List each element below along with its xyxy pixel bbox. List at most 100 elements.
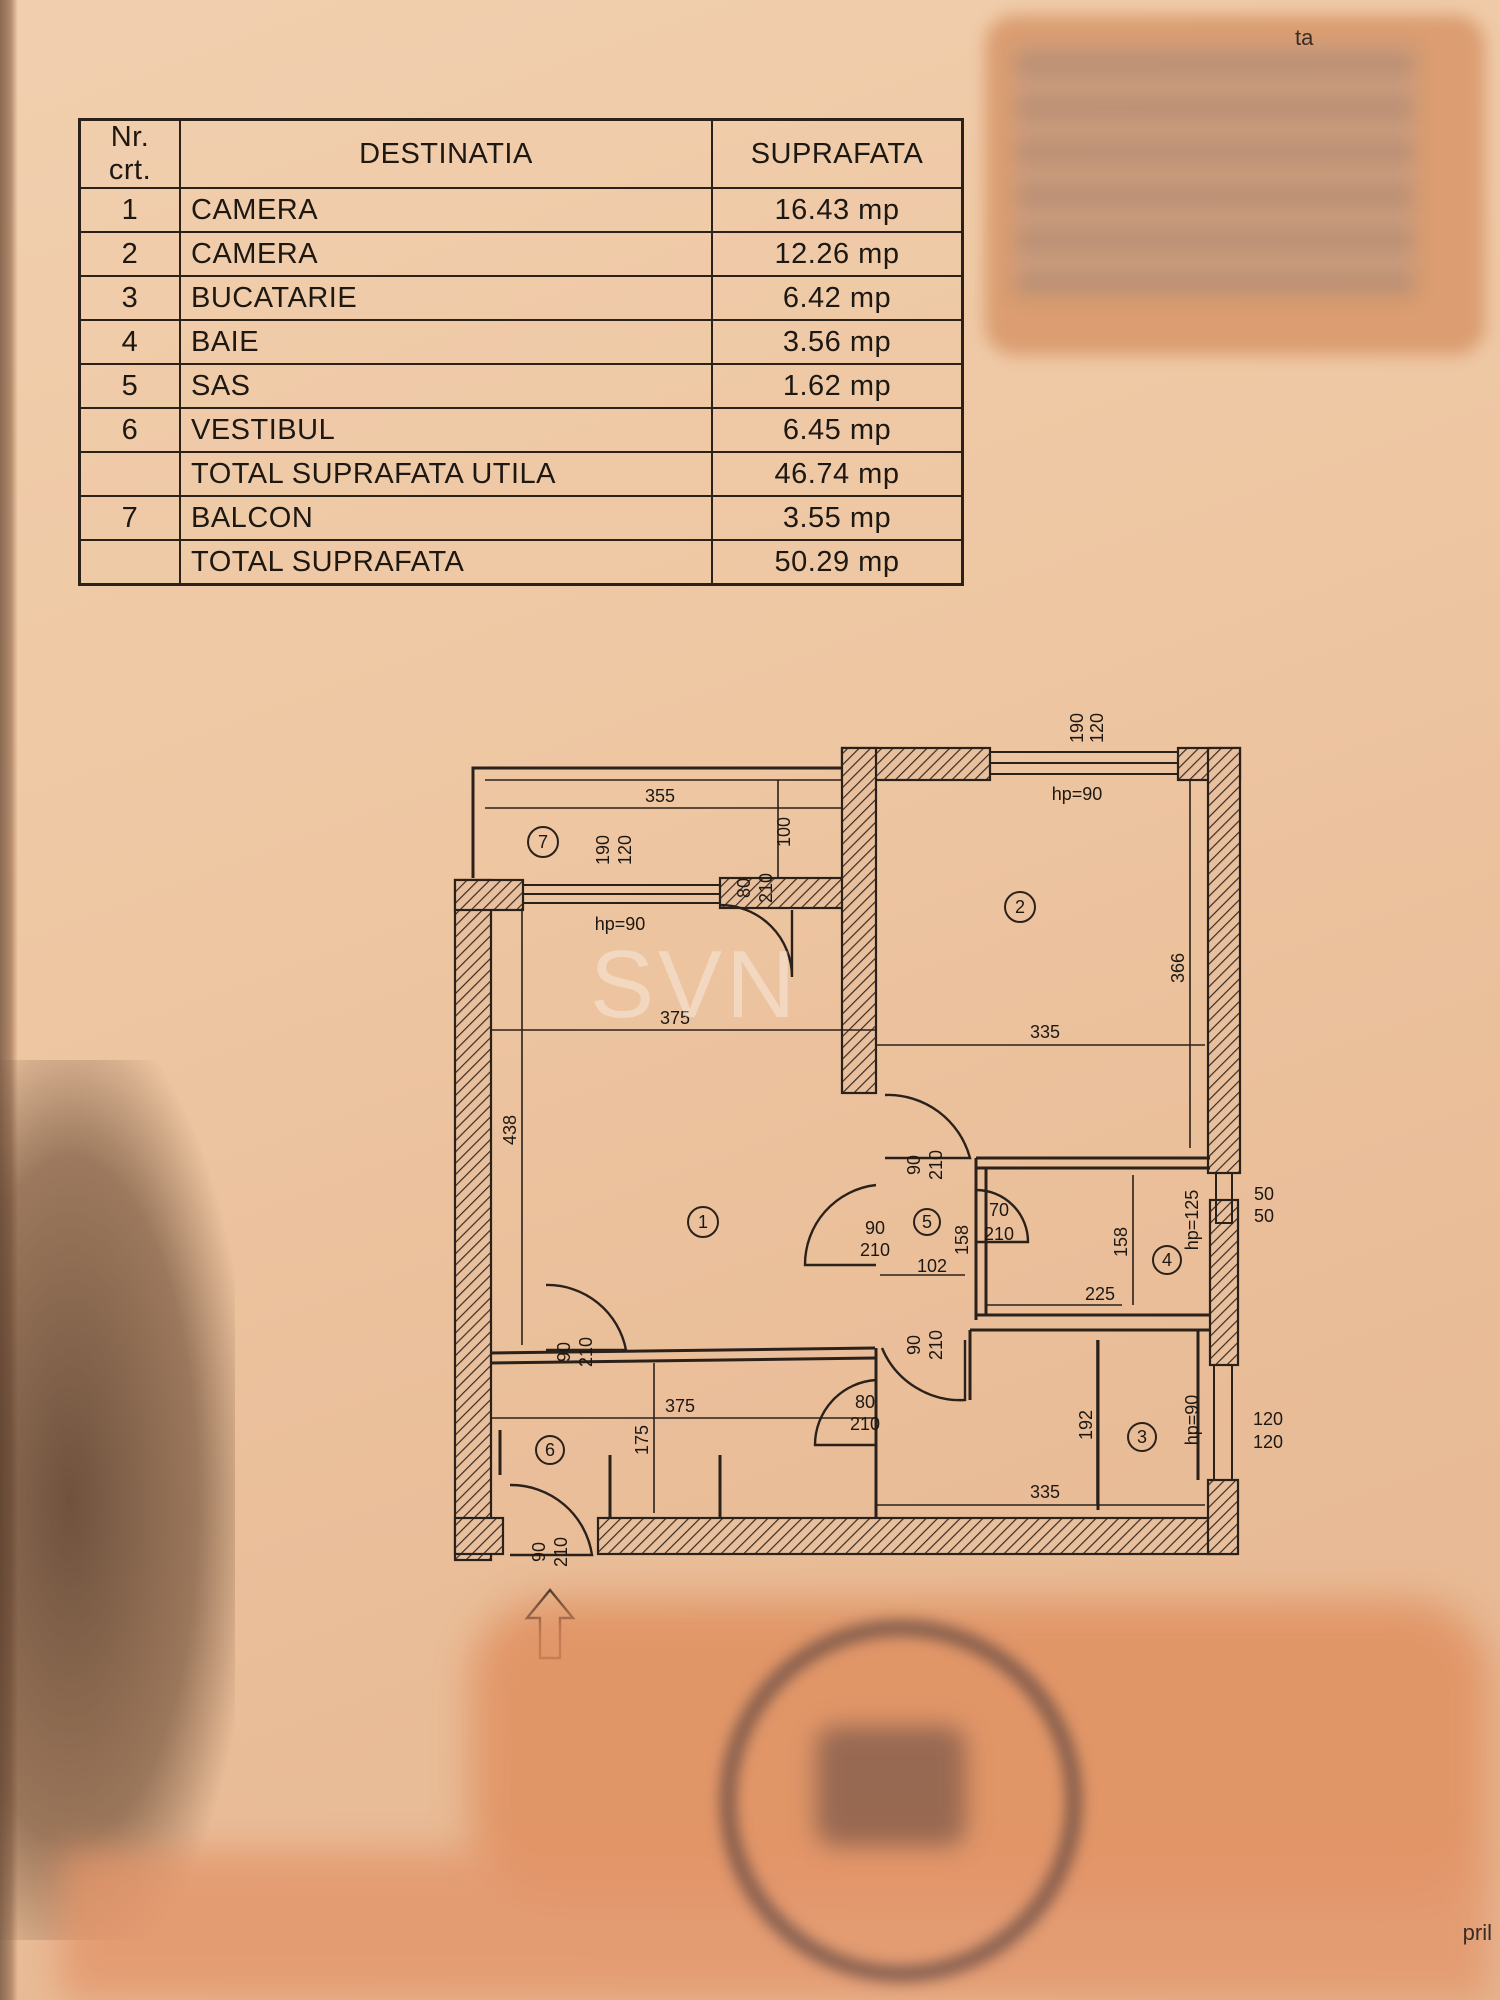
dim-bath-depth: 158 bbox=[1111, 1227, 1131, 1257]
cell-area: 12.26 mp bbox=[711, 231, 964, 277]
wall-right-mid bbox=[1208, 1198, 1240, 1367]
cell-nr: 5 bbox=[78, 363, 181, 409]
dim-balcony-width: 355 bbox=[645, 786, 675, 806]
door-room1-hall bbox=[545, 1283, 628, 1352]
header-suprafata: SUPRAFATA bbox=[711, 118, 964, 189]
cell-dest: BALCON bbox=[179, 495, 713, 541]
cell-dest: CAMERA bbox=[179, 187, 713, 233]
cell-dest: CAMERA bbox=[179, 231, 713, 277]
cell-dest: BAIE bbox=[179, 319, 713, 365]
dim-room2-depth: 366 bbox=[1168, 953, 1188, 983]
plan-labels: 1 2 3 4 5 6 7 355 100 375 438 335 366 22… bbox=[500, 713, 1283, 1567]
cell-dest: TOTAL SUPRAFATA UTILA bbox=[179, 451, 713, 497]
door-entrance-w: 90 bbox=[529, 1542, 549, 1562]
door-bath-h: 210 bbox=[984, 1224, 1014, 1244]
table-header-row: Nr. crt. DESTINATIA SUPRAFATA bbox=[78, 118, 964, 189]
wall-divider-vertical bbox=[840, 746, 878, 1095]
room-marker-1 bbox=[687, 1206, 719, 1238]
door-room1-h: 210 bbox=[860, 1240, 890, 1260]
wall-left bbox=[453, 878, 493, 1562]
hp-room1: hp=90 bbox=[595, 914, 646, 934]
win-balcony-bottom: 120 bbox=[615, 835, 635, 865]
blurred-stamp bbox=[720, 1620, 1082, 1982]
door-room2-w: 90 bbox=[904, 1155, 924, 1175]
hp-room2: hp=90 bbox=[1052, 784, 1103, 804]
door-hall bbox=[813, 1378, 877, 1447]
balcony-outline bbox=[471, 766, 842, 878]
door-kitchen-h: 210 bbox=[926, 1330, 946, 1360]
dim-room2-width: 335 bbox=[1030, 1022, 1060, 1042]
cell-area: 46.74 mp bbox=[711, 451, 964, 497]
header-nr: Nr. crt. bbox=[78, 118, 181, 189]
watermark-logo: SVN bbox=[590, 931, 800, 1038]
door-entrance-h: 210 bbox=[551, 1537, 571, 1567]
dim-kitchen-depth: 192 bbox=[1076, 1410, 1096, 1440]
walls bbox=[453, 746, 1242, 1562]
win-bath-top: 50 bbox=[1254, 1184, 1274, 1204]
door-kitchen bbox=[880, 1340, 967, 1402]
hp-bath: hp=125 bbox=[1182, 1190, 1202, 1251]
dim-room1-depth: 438 bbox=[500, 1115, 520, 1145]
room-number-5: 5 bbox=[922, 1212, 932, 1232]
room-number-7: 7 bbox=[538, 832, 548, 852]
door-hall-h: 210 bbox=[850, 1414, 880, 1434]
door-bath-w: 70 bbox=[989, 1200, 1009, 1220]
cell-area: 3.55 mp bbox=[711, 495, 964, 541]
door-balcony-w: 80 bbox=[734, 878, 754, 898]
cell-nr: 6 bbox=[78, 407, 181, 453]
door-balcony-h: 210 bbox=[756, 873, 776, 903]
win-balcony-top: 190 bbox=[593, 835, 613, 865]
dim-balcony-depth: 100 bbox=[774, 817, 794, 847]
room-number-6: 6 bbox=[545, 1440, 555, 1460]
wall-right-upper bbox=[1206, 746, 1242, 1175]
door-room1-hall-h: 210 bbox=[576, 1337, 596, 1367]
cell-nr: 3 bbox=[78, 275, 181, 321]
dim-sas-depth: 158 bbox=[952, 1225, 972, 1255]
door-room2 bbox=[884, 1093, 972, 1160]
cell-nr bbox=[78, 539, 181, 586]
doors bbox=[509, 903, 1030, 1557]
cell-area: 6.42 mp bbox=[711, 275, 964, 321]
door-room2-h: 210 bbox=[926, 1150, 946, 1180]
dim-hall-width: 375 bbox=[665, 1396, 695, 1416]
cell-area: 16.43 mp bbox=[711, 187, 964, 233]
cell-nr: 4 bbox=[78, 319, 181, 365]
room-marker-7 bbox=[527, 826, 559, 858]
cell-area: 3.56 mp bbox=[711, 319, 964, 365]
door-room1 bbox=[803, 1183, 877, 1267]
door-balcony bbox=[719, 903, 794, 978]
hp-kitchen: hp=90 bbox=[1182, 1395, 1202, 1446]
door-room1-w: 90 bbox=[865, 1218, 885, 1238]
room-number-4: 4 bbox=[1162, 1250, 1172, 1270]
room-marker-2 bbox=[1004, 891, 1036, 923]
wall-bottom bbox=[596, 1516, 1238, 1556]
photo-shadow bbox=[0, 1060, 235, 1940]
dim-hall-depth: 175 bbox=[632, 1425, 652, 1455]
cell-area: 1.62 mp bbox=[711, 363, 964, 409]
win-bath-bottom: 50 bbox=[1254, 1206, 1274, 1226]
door-bath bbox=[975, 1188, 1030, 1244]
wall-top-left bbox=[453, 878, 525, 912]
room-marker-3 bbox=[1127, 1422, 1157, 1452]
room-marker-6 bbox=[535, 1435, 565, 1465]
footer-fragment: pril bbox=[1462, 1920, 1492, 1945]
cell-nr: 7 bbox=[78, 495, 181, 541]
room-markers bbox=[527, 826, 1182, 1465]
room-number-1: 1 bbox=[698, 1212, 708, 1232]
room-marker-5 bbox=[913, 1208, 941, 1236]
header-fragment: ta bbox=[1295, 25, 1314, 50]
header-destinatia: DESTINATIA bbox=[179, 118, 713, 189]
cell-nr: 2 bbox=[78, 231, 181, 277]
door-kitchen-w: 90 bbox=[904, 1335, 924, 1355]
redacted-block bbox=[985, 15, 1485, 355]
